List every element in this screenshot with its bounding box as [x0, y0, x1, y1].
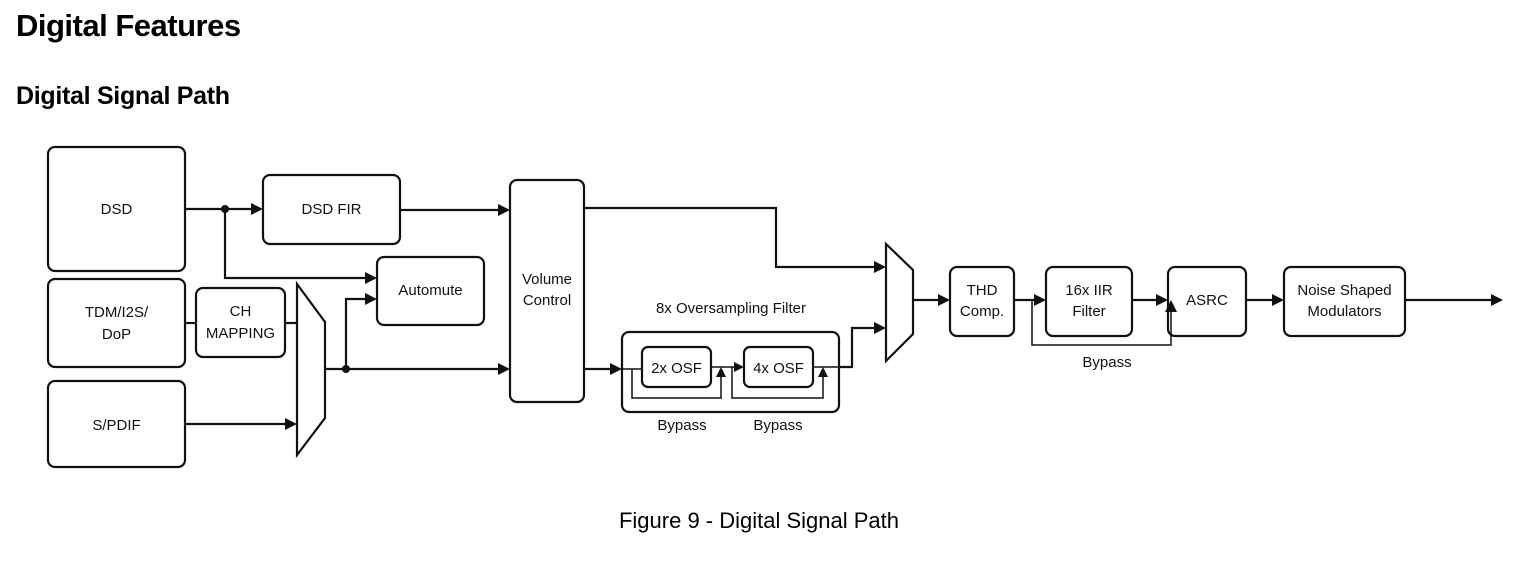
block-tdm-label-line1: TDM/I2S/ [85, 304, 149, 321]
arrow-head [498, 363, 510, 375]
subsection-heading: Digital Signal Path [16, 82, 230, 110]
block-spdif: S/PDIF [46, 379, 187, 469]
block-2x-osf: 2x OSF [640, 345, 713, 389]
block-iir-line2: Filter [1072, 303, 1105, 320]
arrow-head [285, 418, 297, 430]
arrow-head [610, 363, 622, 375]
arrow-head [938, 294, 950, 306]
block-asrc-label: ASRC [1186, 292, 1228, 309]
block-ch-mapping-line2: MAPPING [206, 325, 275, 342]
wire-bypass-4x [731, 367, 824, 399]
wire-dsd-to-automute [223, 209, 366, 280]
wire-bypass-2x [631, 369, 722, 399]
arrow-head [1034, 294, 1046, 306]
bypass-label-2x: Bypass [657, 417, 706, 434]
bypass-label-4x: Bypass [753, 417, 802, 434]
block-iir-line1: 16x IIR [1065, 282, 1113, 299]
block-16x-iir-filter: 16x IIR Filter [1044, 265, 1134, 338]
block-dsd-fir-label: DSD FIR [302, 201, 362, 218]
block-noise-shaped-modulators: Noise Shaped Modulators [1282, 265, 1407, 338]
wire-osf-to-outmux [839, 326, 875, 369]
connections [185, 203, 1503, 430]
arrow-head [1165, 300, 1177, 312]
arrow-head [874, 322, 886, 334]
arrow-head [1272, 294, 1284, 306]
block-dsd: DSD [46, 145, 187, 273]
block-automute: Automute [375, 255, 486, 327]
block-volume-control: Volume Control [508, 178, 586, 404]
arrow-head [734, 362, 744, 372]
section-heading: Digital Features [16, 8, 241, 43]
arrow-head [874, 261, 886, 273]
block-volume-line1: Volume [522, 271, 572, 288]
figure-caption: Figure 9 - Digital Signal Path [618, 508, 900, 533]
arrow-head [365, 272, 377, 284]
block-automute-label: Automute [398, 282, 462, 299]
block-thd-line1: THD [967, 282, 998, 299]
block-nsm-line2: Modulators [1307, 303, 1381, 320]
bypass-label-iir: Bypass [1082, 354, 1131, 371]
block-2x-osf-label: 2x OSF [651, 360, 702, 377]
block-4x-osf-label: 4x OSF [753, 360, 804, 377]
block-dsd-label: DSD [101, 201, 133, 218]
wire-mux-to-automute [344, 297, 366, 369]
arrow-head [716, 367, 726, 377]
input-mux [295, 280, 327, 459]
block-tdm-label-line2: DoP [102, 326, 131, 343]
arrow-head [365, 293, 377, 305]
block-spdif-label: S/PDIF [92, 417, 140, 434]
block-asrc: ASRC [1166, 265, 1248, 338]
signal-path-diagram: DSD TDM/I2S/ DoP S/PDIF CH MAPPING DSD F… [46, 145, 1503, 469]
arrow-head [1491, 294, 1503, 306]
block-ch-mapping-line1: CH [230, 303, 252, 320]
block-thd-line2: Comp. [960, 303, 1004, 320]
wire-volume-to-outmux-top [584, 206, 875, 269]
block-4x-osf: 4x OSF [742, 345, 815, 389]
block-thd-comp: THD Comp. [948, 265, 1016, 338]
output-mux [884, 241, 915, 364]
arrow-head [498, 204, 510, 216]
block-volume-line2: Control [523, 292, 571, 309]
osf-group-label: 8x Oversampling Filter [656, 300, 806, 317]
block-ch-mapping: CH MAPPING [194, 286, 287, 359]
block-dsd-fir: DSD FIR [261, 173, 402, 246]
block-nsm-line1: Noise Shaped [1297, 282, 1391, 299]
block-tdm-i2s-dop: TDM/I2S/ DoP [46, 277, 187, 369]
wire-iir-bypass [1031, 300, 1172, 346]
arrow-head [251, 203, 263, 215]
arrow-head [1156, 294, 1168, 306]
arrow-head [818, 367, 828, 377]
